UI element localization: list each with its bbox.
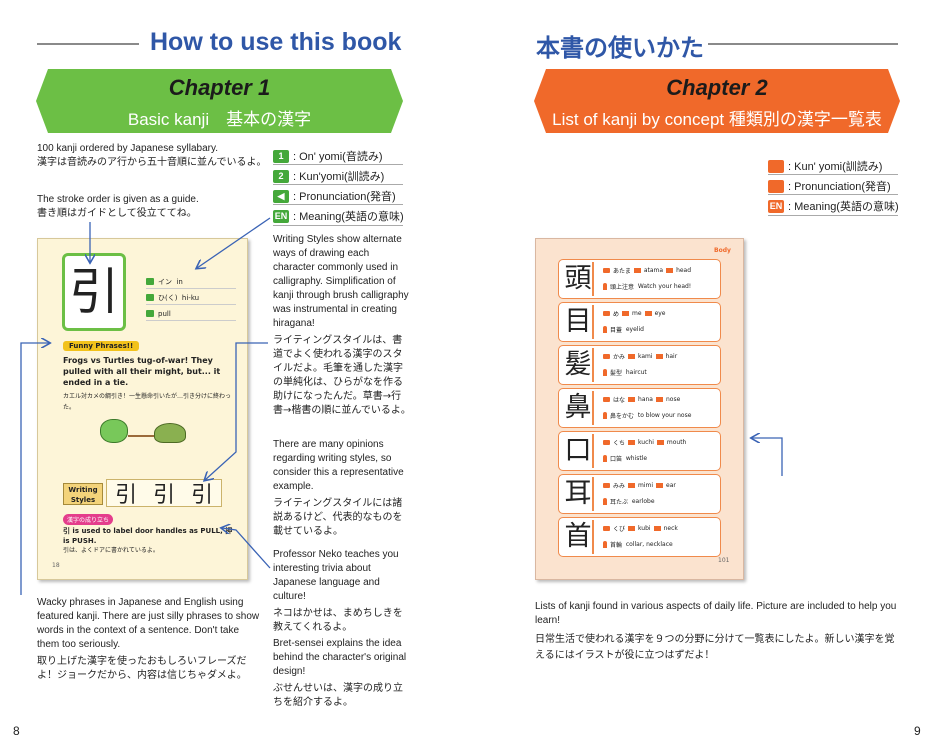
header-rule-right — [708, 43, 898, 45]
funny-phrase-text: Frogs vs Turtles tug-of-war! They pulled… — [63, 356, 232, 411]
kanji-example: 耳たぶ earlobe — [603, 497, 655, 506]
kanji-list-caption: Lists of kanji found in various aspects … — [535, 601, 897, 661]
page-number-right: 9 — [914, 724, 921, 738]
intro-text: 100 kanji ordered by Japanese syllabary.… — [37, 142, 267, 170]
speech-bubble-icon — [768, 159, 784, 173]
legend-divider — [273, 225, 403, 226]
writing-styles-note: Writing Styles show alternate ways of dr… — [273, 234, 411, 416]
legend-divider — [273, 204, 403, 205]
sample-row-onyomi: イン in — [146, 275, 236, 289]
sample-page-number: 18 — [52, 562, 60, 569]
legend-meaning: EN : Meaning(英語の意味) — [273, 209, 404, 223]
kanji-glyph: 耳 — [564, 477, 594, 511]
legend-onyomi: 1 : On' yomi(音読み) — [273, 148, 383, 164]
kanji-example: 頭上注意 Watch your head! — [603, 282, 691, 291]
wacky-phrases-note: Wacky phrases in Japanese and English us… — [37, 597, 260, 681]
badge-1-icon: 1 — [273, 149, 289, 163]
legend-pronunciation: ◀ : Pronunciation(発音) — [273, 188, 396, 204]
kanji-glyph: 鼻 — [564, 391, 594, 425]
kanji-example: 目蓋 eyelid — [603, 325, 644, 334]
chapter-2-label: Chapter 2 — [666, 75, 768, 100]
page-title: How to use this book — [150, 28, 402, 56]
legend-pronunciation-right: : Pronunciation(発音) — [768, 178, 891, 194]
writing-style-arrow — [205, 342, 268, 480]
badge-2-icon: 2 — [273, 169, 289, 183]
kanji-glyph: 頭 — [564, 262, 594, 296]
legend-divider — [273, 184, 403, 185]
legend-divider — [768, 174, 898, 175]
kanji-glyph: 目 — [564, 305, 594, 339]
chapter-1-label: Chapter 1 — [168, 75, 271, 100]
chapter-1-banner: Chapter 1 Basic kanji 基本の漢字 — [36, 69, 403, 133]
kanji-example: 鼻をかむ to blow your nose — [603, 411, 691, 420]
page-number-left: 8 — [13, 724, 20, 738]
neko-arrow — [222, 528, 271, 569]
intro-en: 100 kanji ordered by Japanese syllabary. — [37, 143, 219, 154]
origin-tag: 漢字の成り立ち — [63, 514, 114, 525]
kanji-example: 首輪 collar, necklace — [603, 540, 673, 549]
legend-divider — [273, 164, 403, 165]
wacky-arrow — [20, 343, 49, 595]
sample-row-kunyomi: ひ(く) hi-ku — [146, 291, 236, 305]
sample-section-header: Body — [714, 247, 731, 254]
writing-styles-strip: 引 引 引 — [106, 479, 222, 508]
legend-divider — [768, 194, 898, 195]
chapter-1-subtitle: Basic kanji 基本の漢字 — [127, 110, 312, 129]
speaker-icon — [768, 179, 784, 193]
chapter-2-banner: Chapter 2 List of kanji by concept 種類別の漢… — [534, 69, 900, 133]
legend-meaning-right: EN : Meaning(英語の意味) — [768, 199, 899, 213]
en-badge-icon: EN — [273, 209, 289, 223]
stroke-order-text: The stroke order is given as a guide. 書き… — [37, 193, 267, 221]
header-rule-left — [37, 43, 139, 45]
rope-illustration — [128, 435, 154, 437]
kanji-example: 口笛 whistle — [603, 454, 647, 463]
intro-jp: 漢字は音読みのア行から五十音順に並んでいるよ。 — [37, 157, 267, 168]
stroke-en: The stroke order is given as a guide. — [37, 194, 199, 205]
list-arrow — [752, 438, 783, 476]
chapter-2-subtitle: List of kanji by concept 種類別の漢字一覧表 — [552, 110, 882, 129]
chapter-1-sample-page: 引 イン in ひ(く) hi-ku pull Funny Phrases!! … — [37, 238, 248, 580]
speaker-icon: ◀ — [273, 189, 289, 203]
funny-phrases-tag: Funny Phrases!! — [63, 341, 140, 351]
bret-note: Bret-sensei explains the idea behind the… — [273, 638, 407, 708]
trivia-text: 引 is used to label door handles as PULL,… — [63, 527, 233, 554]
kanji-glyph: 口 — [564, 434, 594, 468]
legend-kunyomi-right: : Kun' yomi(訓読み) — [768, 158, 882, 174]
frog-illustration — [100, 419, 128, 443]
legend-divider — [768, 215, 898, 216]
turtle-illustration — [154, 423, 186, 443]
en-badge-icon: EN — [768, 199, 784, 213]
sample-page-number: 101 — [718, 557, 730, 564]
legend-arrow — [197, 217, 271, 268]
stroke-jp: 書き順はガイドとして役立ててね。 — [37, 208, 197, 219]
kanji-example: 髪型 haircut — [603, 368, 647, 377]
legend-kunyomi: 2 : Kun'yomi(訓読み) — [273, 168, 384, 184]
kanji-glyph: 髪 — [564, 348, 594, 382]
sample-kanji: 引 — [62, 253, 126, 331]
kanji-glyph: 首 — [564, 520, 594, 554]
opinions-note: There are many opinions regarding writin… — [273, 439, 404, 537]
sample-row-meaning: pull — [146, 307, 236, 321]
writing-styles-tag: Writing Styles — [63, 483, 103, 505]
neko-note: Professor Neko teaches you interesting t… — [273, 549, 403, 633]
page-title-jp: 本書の使いかた — [536, 34, 704, 62]
